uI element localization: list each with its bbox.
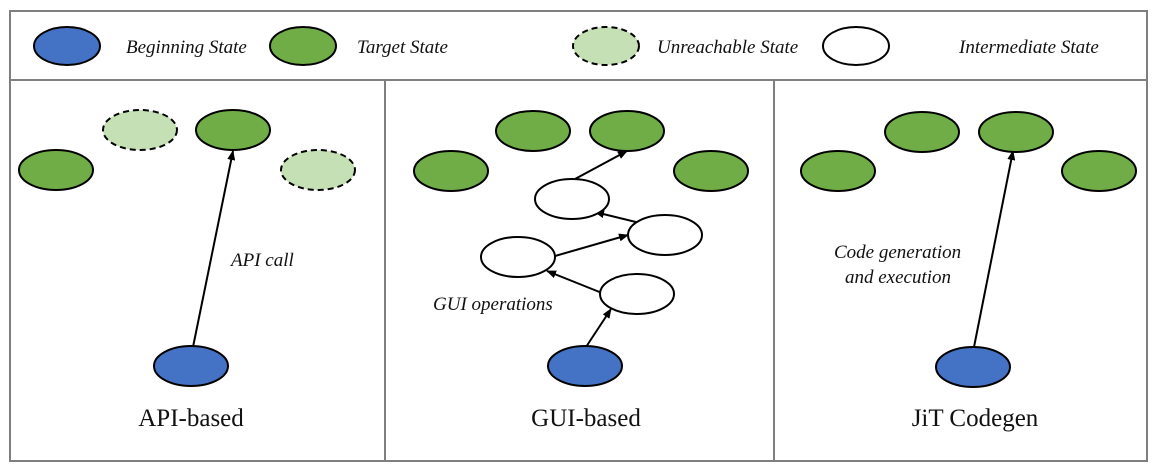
panel-frame-jit bbox=[773, 79, 1148, 462]
legend-label-unreachable: Unreachable State bbox=[657, 37, 798, 58]
legend-label-target: Target State bbox=[357, 37, 448, 58]
target-state-node bbox=[1061, 150, 1137, 192]
beginning-state-node bbox=[547, 345, 623, 387]
legend-label-beginning: Beginning State bbox=[126, 37, 247, 58]
legend-item-beginning: Beginning State bbox=[33, 26, 247, 66]
panel-gui-based: GUI operations GUI-based bbox=[413, 110, 749, 432]
legend: Beginning State Target State Unreachable… bbox=[33, 26, 1099, 66]
unreachable-state-node bbox=[280, 149, 356, 191]
edge-label-and-execution: and execution bbox=[845, 267, 951, 288]
target-state-node bbox=[884, 111, 960, 153]
unreachable-state-swatch bbox=[572, 26, 640, 66]
target-state-node bbox=[800, 150, 876, 192]
edge-api-call-arrow bbox=[192, 150, 236, 348]
beginning-state-node bbox=[153, 345, 229, 387]
panel-jit-codegen: Code generation and execution JiT Codege… bbox=[800, 111, 1137, 432]
beginning-state-swatch bbox=[33, 26, 101, 66]
legend-label-intermediate: Intermediate State bbox=[958, 37, 1099, 58]
edge-label-code-generation: Code generation bbox=[834, 242, 961, 263]
edge-label-api-call: API call bbox=[229, 250, 294, 271]
target-state-node bbox=[589, 110, 665, 152]
edge-arrow bbox=[594, 210, 637, 223]
target-state-node bbox=[978, 111, 1054, 153]
edge-arrow bbox=[546, 270, 603, 294]
intermediate-state-swatch bbox=[822, 26, 890, 66]
target-state-node bbox=[495, 110, 571, 152]
edge-arrow bbox=[585, 308, 612, 348]
target-state-node bbox=[673, 150, 749, 192]
target-state-swatch bbox=[269, 26, 337, 66]
unreachable-state-node bbox=[102, 109, 178, 151]
panel-title-api-based: API-based bbox=[138, 405, 244, 432]
intermediate-state-node bbox=[599, 273, 675, 315]
target-state-node bbox=[195, 109, 271, 151]
legend-item-target: Target State bbox=[269, 26, 448, 66]
edge-arrow bbox=[554, 233, 629, 257]
panel-api-based: API call API-based bbox=[18, 109, 356, 432]
edge-arrow bbox=[574, 150, 628, 180]
target-state-node bbox=[18, 149, 94, 191]
legend-item-intermediate: Intermediate State bbox=[822, 26, 1099, 66]
intermediate-state-node bbox=[534, 178, 610, 220]
edge-label-gui-operations: GUI operations bbox=[433, 294, 553, 315]
panel-title-gui-based: GUI-based bbox=[531, 405, 641, 432]
edge-codegen-arrow bbox=[973, 150, 1016, 348]
target-state-node bbox=[413, 150, 489, 192]
panel-frame-gui bbox=[384, 79, 775, 462]
intermediate-state-node bbox=[480, 236, 556, 278]
intermediate-state-node bbox=[627, 214, 703, 256]
beginning-state-node bbox=[935, 346, 1011, 388]
legend-item-unreachable: Unreachable State bbox=[572, 26, 798, 66]
panel-title-jit-codegen: JiT Codegen bbox=[912, 405, 1039, 432]
